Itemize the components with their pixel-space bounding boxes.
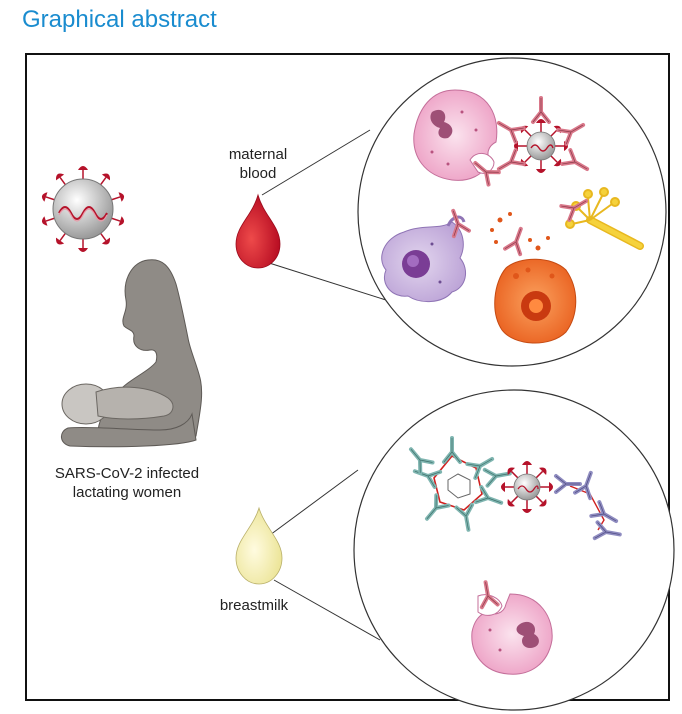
abstract-frame xyxy=(25,53,670,701)
opsonized-virus-icon xyxy=(492,96,594,178)
nk-cell-icon xyxy=(490,212,577,344)
maternal-blood-label: maternal blood xyxy=(218,145,298,183)
breastmilk-drop-icon xyxy=(235,506,283,585)
neutrophil-icon xyxy=(413,89,498,181)
sars-cov-2-virus-icon xyxy=(500,460,554,514)
infected-women-label-line2: lactating women xyxy=(72,484,182,501)
infected-women-label-line1: SARS-CoV-2 infected xyxy=(54,465,200,482)
secretory-iga-icon xyxy=(402,436,514,534)
infected-women-label: SARS-CoV-2 infected lactating women xyxy=(22,464,232,502)
mother-silhouette-icon xyxy=(61,259,203,448)
breastmilk-magnified-circle xyxy=(353,389,675,711)
connector-lines xyxy=(261,129,387,641)
secretory-igm-icon xyxy=(554,468,624,545)
complement-icon xyxy=(565,187,644,250)
blood-drop-icon xyxy=(235,193,281,269)
neutrophil-icon xyxy=(471,593,553,675)
macrophage-icon xyxy=(381,215,467,302)
page-title: Graphical abstract xyxy=(22,6,217,33)
breastmilk-label: breastmilk xyxy=(219,597,289,614)
maternal-blood-label-line2: blood xyxy=(239,165,277,182)
maternal-blood-label-line1: maternal xyxy=(228,146,288,163)
sars-cov-2-virus-icon xyxy=(39,165,127,253)
